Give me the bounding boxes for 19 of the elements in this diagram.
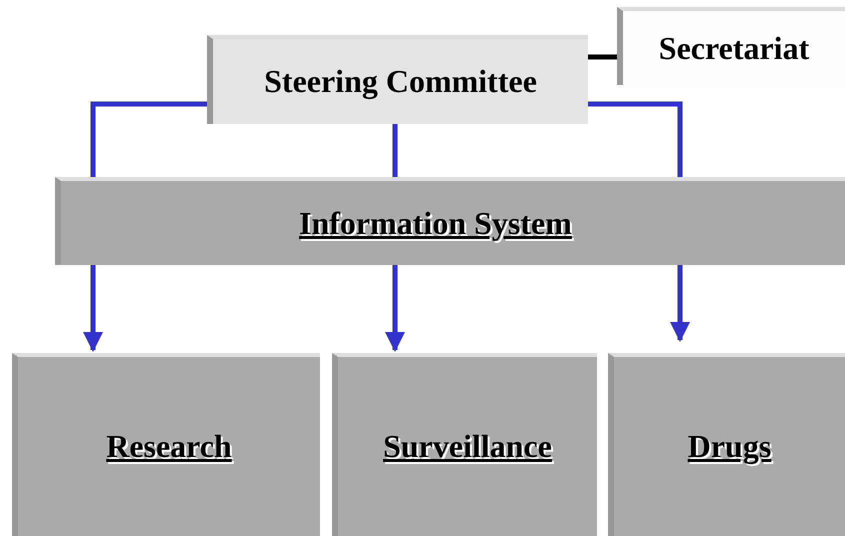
connector-line (90, 102, 207, 177)
node-label: Steering Committee (264, 63, 537, 100)
unit-box (608, 353, 845, 536)
node-label: Research (106, 428, 232, 465)
committee-box (207, 35, 588, 124)
arrow (83, 265, 103, 352)
node-label: Information System (299, 204, 572, 242)
unit-box (12, 353, 320, 536)
committee-box (617, 7, 845, 85)
arrow (385, 265, 405, 352)
connector-line (588, 54, 617, 60)
node-label: Secretariat (658, 30, 810, 66)
unit-box (55, 177, 845, 265)
connector-line (588, 102, 682, 177)
arrow (670, 265, 690, 342)
node-label: Drugs (688, 428, 772, 465)
node-label: Surveillance (383, 428, 552, 465)
connector-line (392, 124, 398, 177)
unit-box (332, 353, 597, 536)
